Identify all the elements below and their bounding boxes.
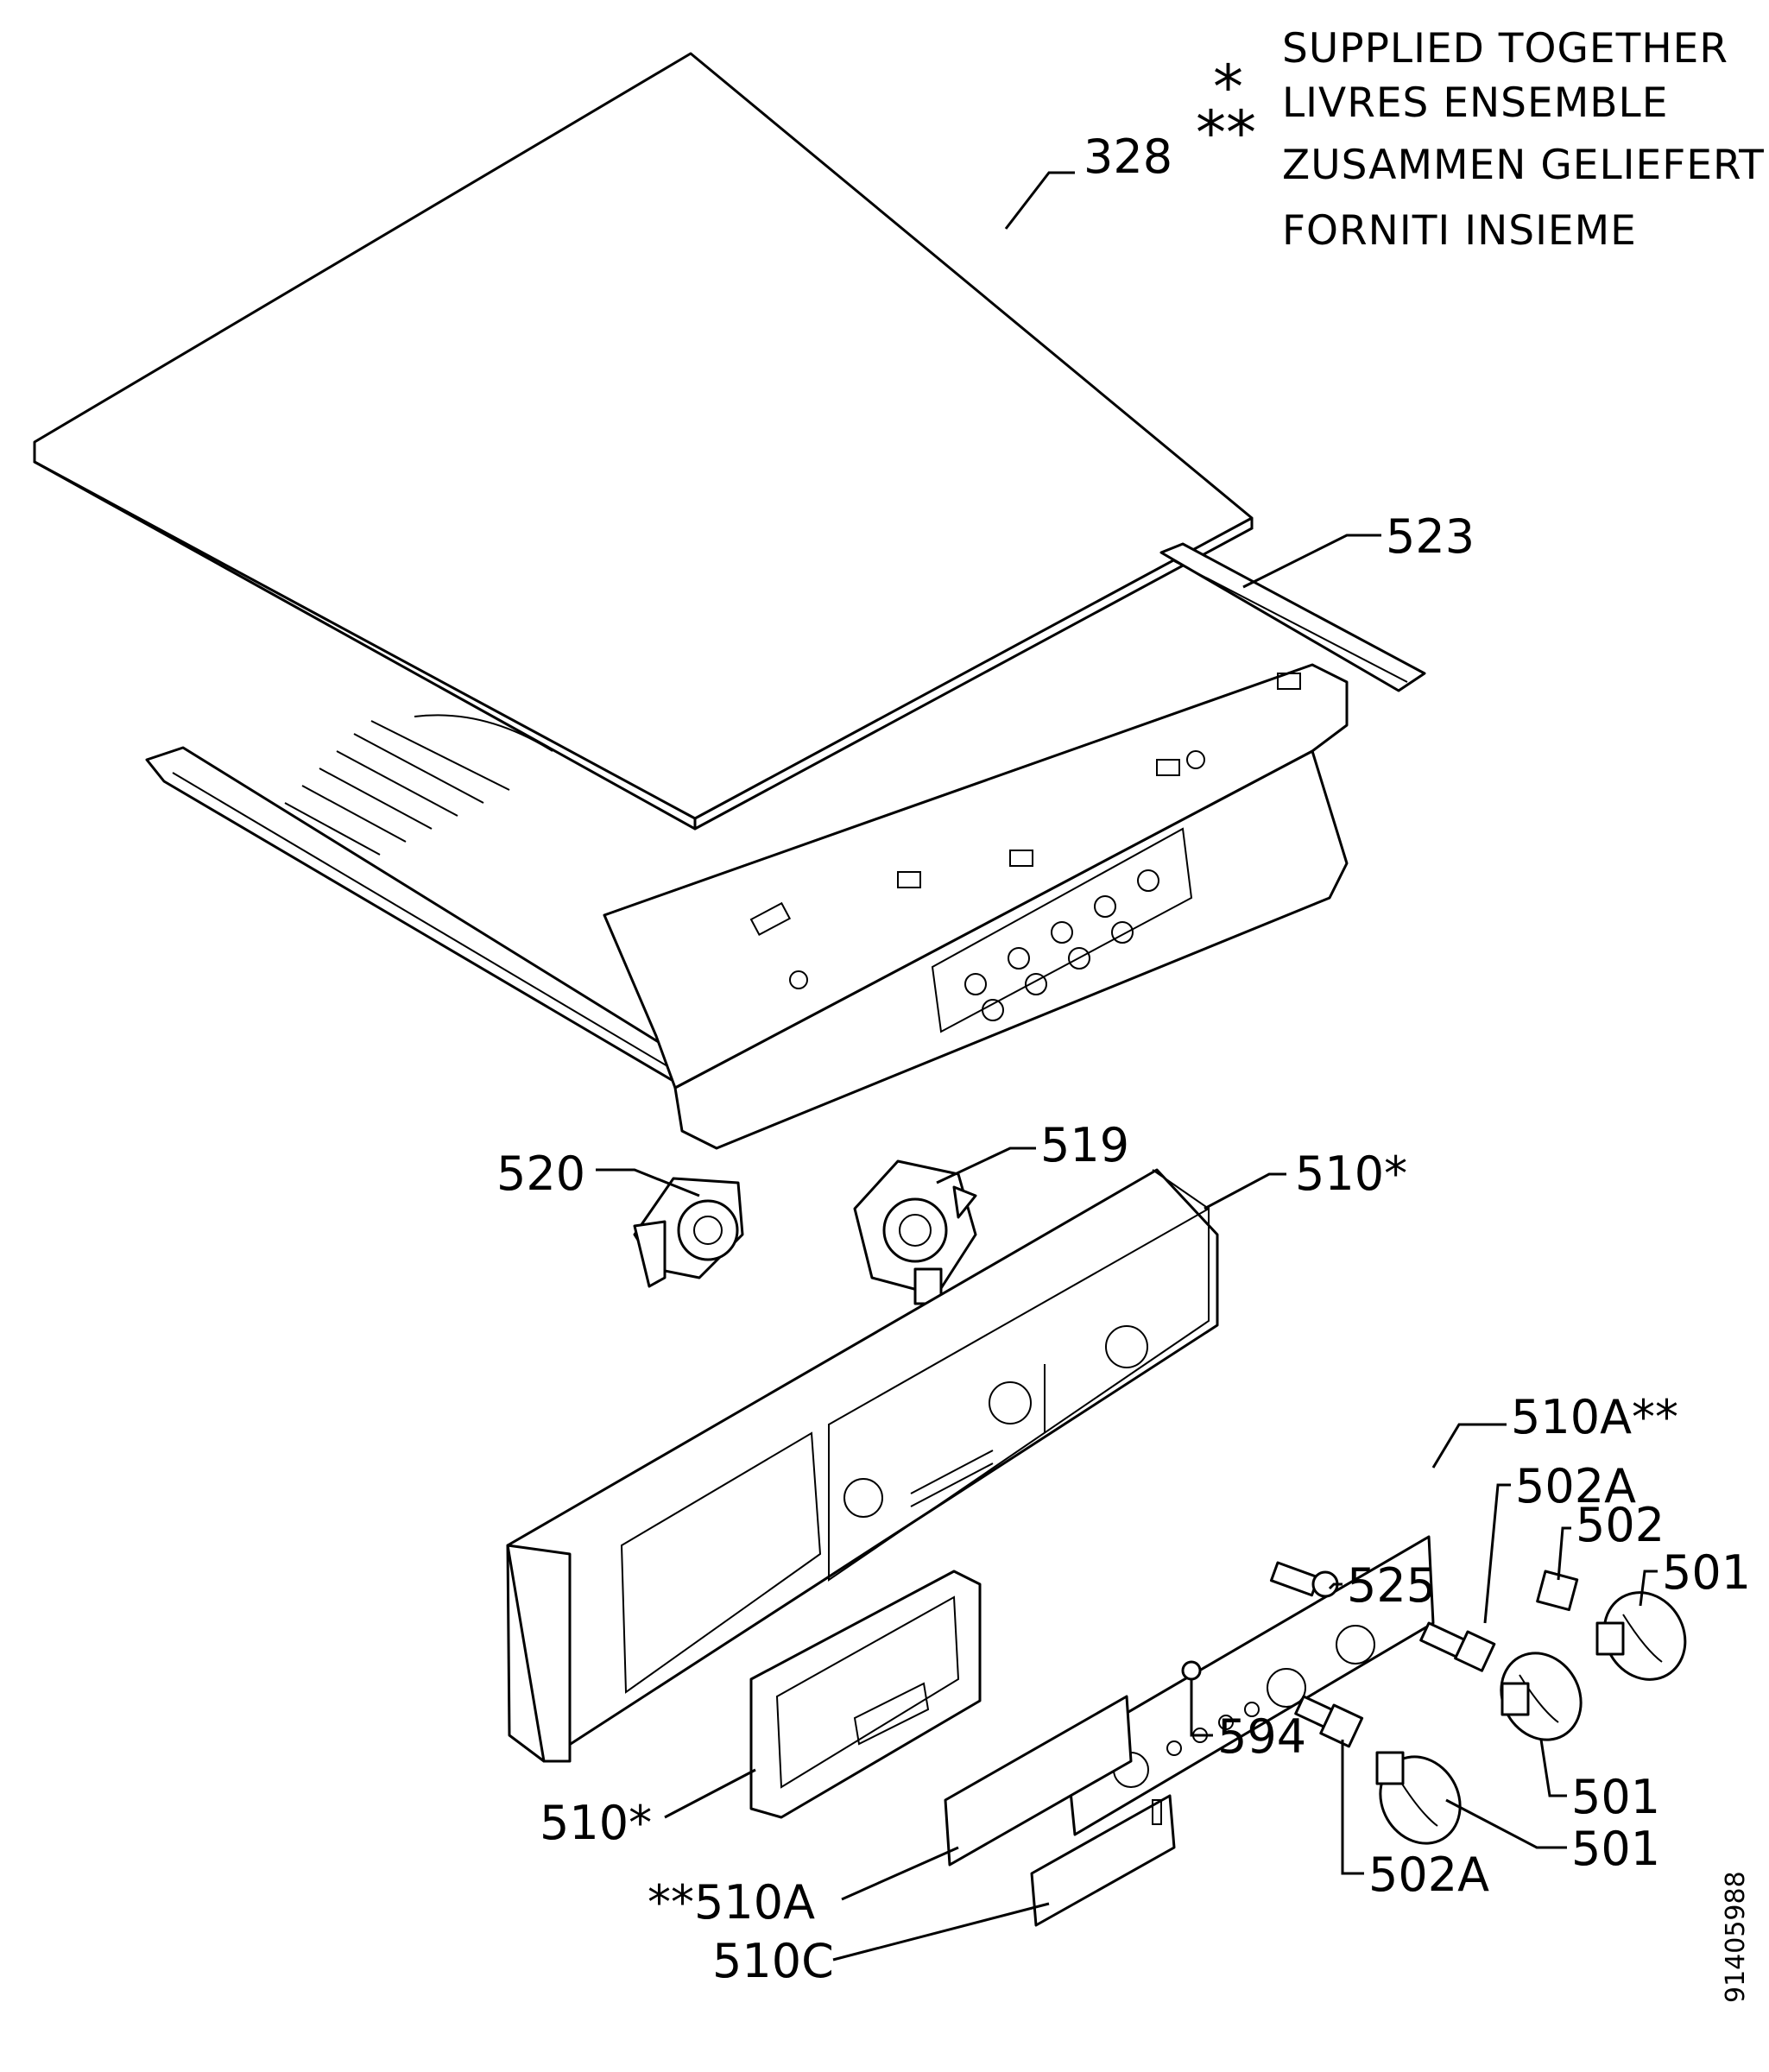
callout-501-top: 501 [1662,1545,1751,1600]
callout-502A-bottom: 502A [1368,1848,1489,1902]
callout-510A-left: **510A [648,1875,815,1930]
callout-502: 502 [1576,1498,1665,1552]
callout-510-top: 510* [1295,1147,1407,1201]
callout-labels: 328 523 520 519 510* 510A** 502A 502 501… [496,130,1751,1988]
legend-double-star: ** [1196,98,1256,168]
part-594-screw [1181,1660,1202,1681]
callout-510-left: 510* [540,1796,652,1850]
part-510A-strip [944,1695,1133,1867]
part-523-control-frame [145,542,1426,1150]
document-number: 91405988 [1721,1871,1751,2003]
part-510A-display-panel [1065,1535,1435,1836]
callout-510C: 510C [712,1934,834,1988]
legend-line-4: FORNITI INSIEME [1282,207,1637,255]
callout-525: 525 [1347,1558,1436,1613]
part-519-switch [853,1159,977,1305]
legend-line-2: LIVRES ENSEMBLE [1282,79,1668,127]
legend-line-1: SUPPLIED TOGETHER [1282,25,1728,73]
part-501-knob-top [1595,1591,1687,1681]
callout-594: 594 [1217,1709,1306,1764]
part-510-drawer-handle [749,1570,982,1819]
part-520-switch [633,1177,744,1288]
callout-519: 519 [1040,1118,1129,1172]
leader-lines [596,171,1658,1961]
frame-vents [284,714,553,856]
part-510-control-panel [506,1168,1219,1763]
part-525-spindle [1269,1561,1339,1598]
legend-single-star: * [1213,52,1243,123]
part-328-top-cover [33,52,1254,831]
callout-328: 328 [1084,130,1172,184]
legend-line-3: ZUSAMMEN GELIEFERT [1282,142,1765,189]
callout-502A-top: 502A [1515,1459,1636,1513]
part-502A-spindle-bottom [1294,1695,1364,1748]
callout-510A-right: 510A** [1511,1390,1678,1444]
callout-501-mid: 501 [1571,1770,1660,1824]
part-502A-spindle-top [1419,1621,1496,1672]
frame-honeycomb [931,827,1193,1033]
part-502-clip [1536,1570,1579,1612]
callout-523: 523 [1386,509,1475,564]
part-501-knob-mid [1500,1652,1583,1741]
legend: * ** SUPPLIED TOGETHER LIVRES ENSEMBLE Z… [1196,25,1765,255]
callout-501-bottom: 501 [1571,1822,1660,1876]
callout-520: 520 [496,1147,585,1201]
part-501-knob-bottom [1375,1751,1462,1845]
